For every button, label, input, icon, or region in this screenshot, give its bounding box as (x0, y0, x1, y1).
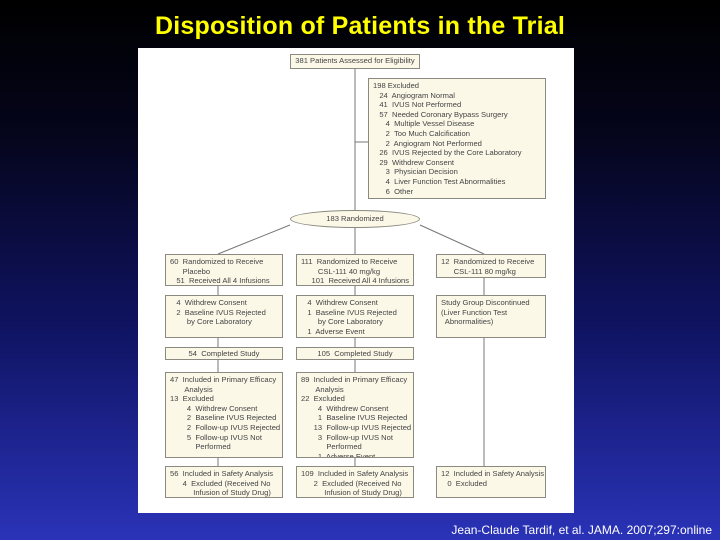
box-line: 60 Randomized to Receive (170, 257, 264, 266)
box-line: (Liver Function Test (441, 307, 508, 317)
box-line: 4 Withdrew Consent (301, 298, 378, 307)
box-line: 4 Withdrew Consent (170, 298, 247, 307)
assessed-box: 381 Patients Assessed for Eligibility (290, 54, 420, 69)
csl80-safety-box: 12 Included in Safety Analysis 0 Exclude… (436, 466, 546, 498)
placebo-safety-box: 56 Included in Safety Analysis 4 Exclude… (165, 466, 283, 498)
box-line: Analysis (301, 384, 344, 394)
randomized-node: 183 Randomized (290, 210, 420, 228)
flow-diagram: 381 Patients Assessed for Eligibility 19… (138, 48, 574, 513)
csl80-discontinued-box: Study Group Discontinued(Liver Function … (436, 295, 546, 338)
box-line: 1 Adverse Event (301, 451, 376, 458)
box-line: 1 Adverse Event (301, 326, 365, 336)
placebo-withdrawn-box: 4 Withdrew Consent 2 Baseline IVUS Rejec… (165, 295, 283, 338)
excluded-box: 198 Excluded 24 Angiogram Normal 41 IVUS… (368, 78, 546, 199)
box-line: 2 Too Much Calcification (373, 128, 470, 138)
placebo-randomized-box: 60 Randomized to Receive Placebo 51 Rece… (165, 254, 283, 286)
box-line: Performed (170, 442, 231, 452)
box-line: 13 Follow-up IVUS Rejected (301, 422, 412, 432)
box-line: 54 Completed Study (188, 349, 260, 358)
box-line: 41 IVUS Not Performed (373, 100, 462, 110)
box-line: 2 Angiogram Not Performed (373, 138, 482, 148)
box-line: 4 Withdrew Consent (170, 403, 258, 413)
box-line: by Core Laboratory (170, 317, 252, 327)
box-line: 26 IVUS Rejected by the Core Laboratory (373, 148, 522, 158)
box-line: 109 Included in Safety Analysis (301, 469, 409, 478)
box-line: Abnormalities) (441, 317, 494, 327)
box-line: 4 Multiple Vessel Disease (373, 119, 475, 129)
box-line: Study Group Discontinued (441, 298, 530, 307)
box-line: Performed (301, 442, 362, 452)
csl40-safety-box: 109 Included in Safety Analysis 2 Exclud… (296, 466, 414, 498)
connector (419, 224, 485, 255)
csl40-completed-box: 105 Completed Study (296, 347, 414, 360)
connector (217, 224, 291, 255)
csl40-efficacy-box: 89 Included in Primary Efficacy Analysis… (296, 372, 414, 458)
csl80-randomized-box: 12 Randomized to Receive CSL-111 80 mg/k… (436, 254, 546, 278)
box-line: 22 Excluded (301, 394, 345, 404)
box-line: 111 Randomized to Receive (301, 257, 398, 266)
box-line: 13 Excluded (170, 394, 214, 404)
box-line: 3 Physician Decision (373, 167, 458, 177)
box-line: Infusion of Study Drug) (301, 488, 402, 498)
box-line: 2 Excluded (Received No (301, 478, 402, 488)
box-line: Placebo (170, 266, 211, 276)
box-line: 29 Withdrew Consent (373, 157, 455, 167)
box-line: 47 Included in Primary Efficacy (170, 375, 277, 384)
box-line: 89 Included in Primary Efficacy (301, 375, 408, 384)
box-line: CSL-111 40 mg/kg (301, 266, 381, 276)
box-line: 2 Baseline IVUS Rejected (170, 413, 277, 423)
slide-title: Disposition of Patients in the Trial (154, 12, 566, 40)
citation: Jean-Claude Tardif, et al. JAMA. 2007;29… (451, 523, 712, 537)
placebo-completed-box: 54 Completed Study (165, 347, 283, 360)
box-line: 6 Other (373, 186, 414, 196)
box-line: by Core Laboratory (301, 317, 383, 327)
box-line: 56 Included in Safety Analysis (170, 469, 274, 478)
box-line: 105 Completed Study (317, 349, 393, 358)
box-line: Infusion of Study Drug) (170, 488, 271, 498)
box-line: 5 Follow-up IVUS Not (170, 432, 263, 442)
box-line: 198 Excluded (373, 81, 420, 90)
box-line: 4 Excluded (Received No (170, 478, 271, 488)
box-line: 0 Excluded (441, 478, 488, 488)
box-line: 57 Needed Coronary Bypass Surgery (373, 109, 508, 119)
csl40-withdrawn-box: 4 Withdrew Consent 1 Baseline IVUS Rejec… (296, 295, 414, 338)
box-line: 101 Received All 4 Infusions (301, 276, 410, 286)
box-line: 3 Follow-up IVUS Not (301, 432, 394, 442)
box-line: 12 Included in Safety Analysis (441, 469, 545, 478)
box-line: 12 Randomized to Receive (441, 257, 535, 266)
box-line: 1 Baseline IVUS Rejected (301, 307, 397, 317)
box-line: 51 Received All 4 Infusions (170, 276, 270, 286)
box-line: 2 Baseline IVUS Rejected (170, 307, 266, 317)
box-line: 4 Liver Function Test Abnormalities (373, 176, 506, 186)
csl40-randomized-box: 111 Randomized to Receive CSL-111 40 mg/… (296, 254, 414, 286)
connector-lines (217, 69, 485, 466)
box-line: 381 Patients Assessed for Eligibility (295, 56, 415, 65)
box-line: Analysis (170, 384, 213, 394)
box-line: CSL-111 80 mg/kg (441, 266, 516, 276)
box-line: 1 Baseline IVUS Rejected (301, 413, 408, 423)
placebo-efficacy-box: 47 Included in Primary Efficacy Analysis… (165, 372, 283, 458)
box-line: 2 Follow-up IVUS Rejected (170, 422, 281, 432)
box-line: 24 Angiogram Normal (373, 90, 455, 100)
box-line: 4 Withdrew Consent (301, 403, 389, 413)
